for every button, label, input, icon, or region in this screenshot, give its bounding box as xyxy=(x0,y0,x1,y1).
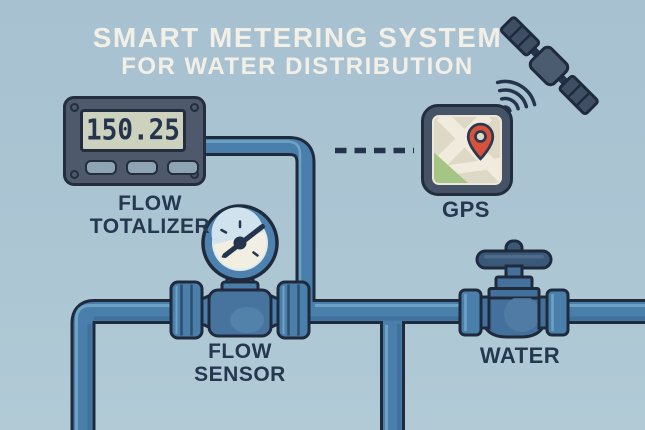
screw-icon xyxy=(190,103,199,112)
flow-totalizer-label-line2: TOTALIZER xyxy=(89,215,211,238)
flow-totalizer-device: 150.25 xyxy=(63,96,206,186)
screw-icon xyxy=(70,103,79,112)
flow-totalizer-label-line1: FLOW xyxy=(118,192,182,215)
flow-sensor-label-line2: SENSOR xyxy=(194,363,286,386)
gps-map-icon xyxy=(432,115,502,185)
lcd-display: 150.25 xyxy=(80,109,186,152)
totalizer-button xyxy=(85,160,117,175)
totalizer-buttons xyxy=(85,160,199,175)
satellite-icon xyxy=(499,16,599,116)
pressure-gauge-icon xyxy=(201,204,279,282)
totalizer-button xyxy=(126,160,158,175)
pipe-network xyxy=(70,136,645,430)
title-line-2: FOR WATER DISTRIBUTION xyxy=(121,53,474,80)
flow-sensor-label-line1: FLOW xyxy=(208,340,272,363)
water-label: WATER xyxy=(479,343,561,368)
title-line-1: SMART METERING SYSTEM xyxy=(92,22,503,53)
flow-totalizer-label: FLOW TOTALIZER xyxy=(58,192,242,238)
gps-device xyxy=(421,104,513,196)
totalizer-button xyxy=(167,160,199,175)
map-pin-icon xyxy=(466,122,495,161)
flow-sensor-label: FLOW SENSOR xyxy=(148,340,332,386)
totalizer-display-value: 150.25 xyxy=(86,114,180,147)
valve-icon xyxy=(458,239,570,339)
flow-sensor-icon xyxy=(169,204,311,340)
page-title: SMART METERING SYSTEM FOR WATER DISTRIBU… xyxy=(40,22,555,80)
gps-label: GPS xyxy=(442,197,490,222)
screw-icon xyxy=(70,170,79,179)
